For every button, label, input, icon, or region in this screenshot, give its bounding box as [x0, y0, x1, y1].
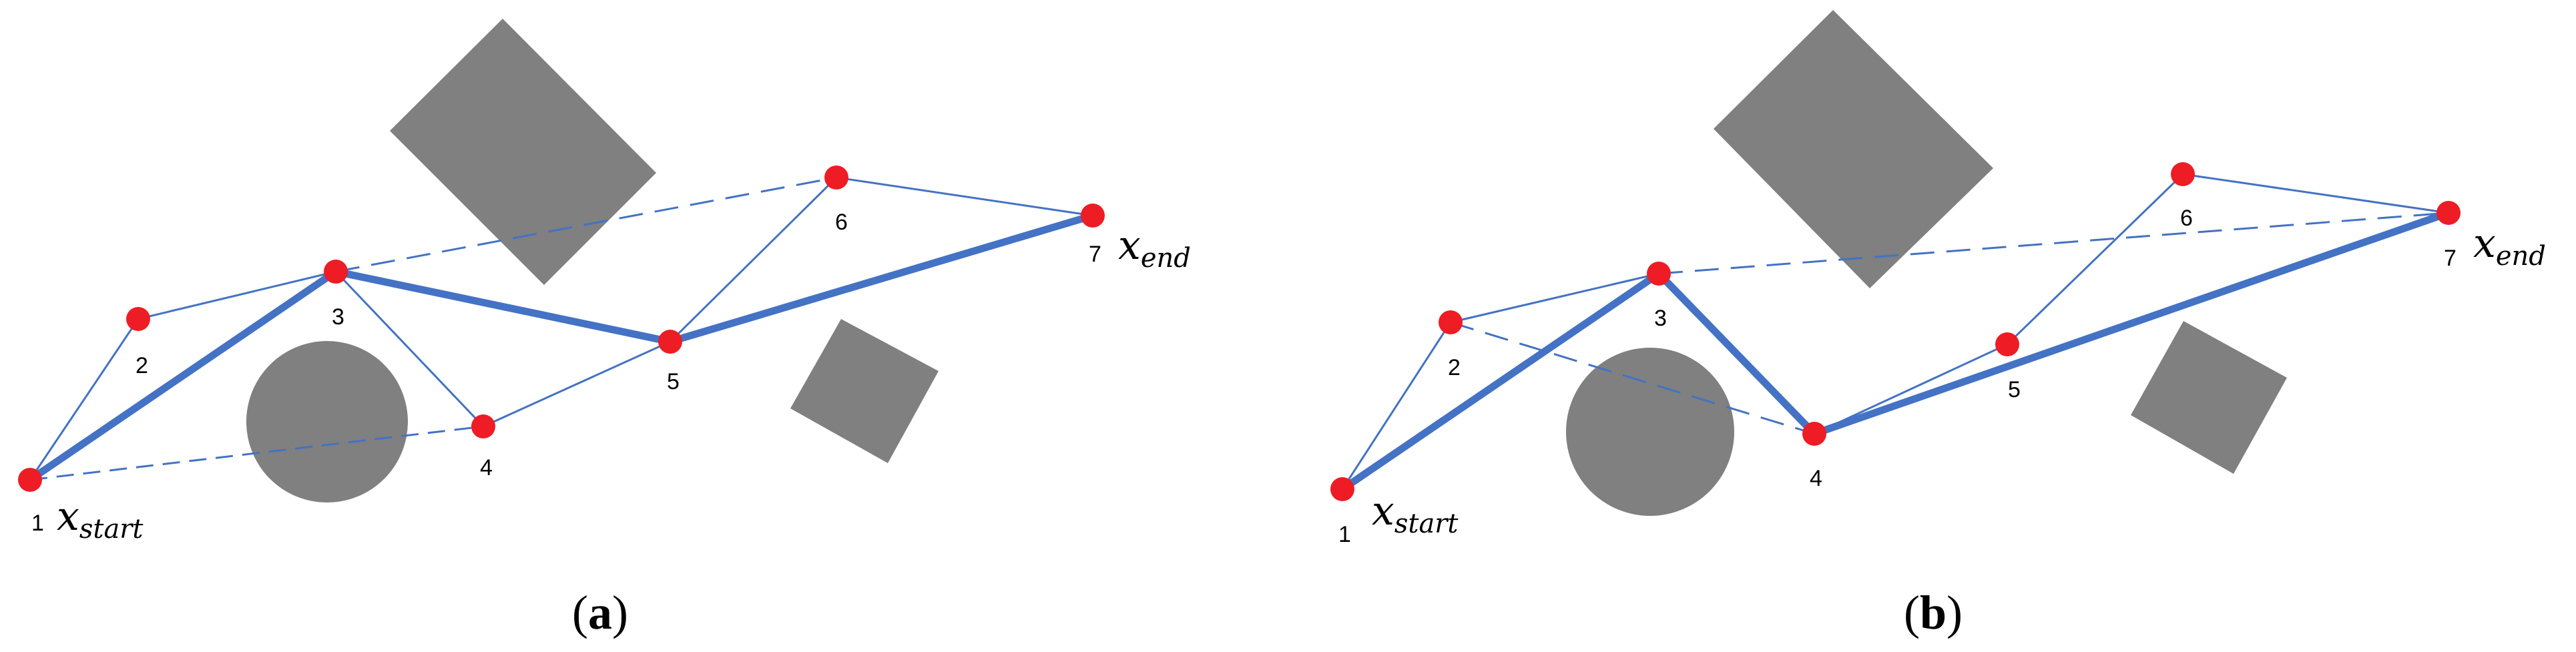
- node-7: [1081, 204, 1105, 228]
- node-label-5: 5: [2008, 377, 2021, 402]
- node-3: [324, 260, 348, 284]
- panel-a: 1 2 3 4 5 6 7 xstart xend (a): [18, 19, 1191, 639]
- node-5: [1995, 332, 2019, 356]
- node-2: [1439, 310, 1463, 334]
- panel-b: 1 2 3 4 5 6 7 xstart xend (b): [1330, 10, 2546, 639]
- optimal-path: [27, 212, 1094, 483]
- node-label-2: 2: [1448, 355, 1461, 380]
- edge-2-3: [138, 270, 336, 320]
- node-3: [1647, 262, 1671, 286]
- node-6: [824, 166, 848, 190]
- node-label-6: 6: [835, 210, 848, 235]
- node-label-3: 3: [332, 304, 344, 330]
- graph-edges: [29, 176, 1093, 481]
- graph-nodes: [1330, 162, 2461, 501]
- edge-2-4-dashed: [1450, 321, 1815, 435]
- edge-3-4: [334, 270, 485, 428]
- panel-label-a: (a): [572, 586, 628, 639]
- obstacle-circle: [246, 341, 408, 503]
- obstacle-diamond-small: [2131, 321, 2287, 474]
- panel-label-b: (b): [1904, 586, 1963, 639]
- edge-3-7-dashed: [1658, 212, 2449, 275]
- optimal-path: [1340, 209, 2450, 493]
- obstacle-diamond-large: [390, 19, 656, 285]
- edge-6-7: [2182, 173, 2449, 214]
- graph-nodes: [18, 166, 1105, 492]
- node-label-3: 3: [1654, 306, 1667, 331]
- edge-3-6-dashed: [335, 176, 837, 273]
- start-symbol: xstart: [57, 493, 144, 545]
- node-label-1: 1: [1338, 522, 1351, 547]
- edge-5-6: [2006, 173, 2184, 346]
- edge-1-2: [29, 318, 140, 480]
- node-label-1: 1: [31, 511, 44, 536]
- node-4: [1802, 422, 1826, 446]
- graph-edges: [1341, 173, 2449, 490]
- node-6: [2171, 162, 2195, 186]
- node-5: [658, 330, 682, 354]
- node-4: [471, 414, 495, 438]
- node-1: [1330, 477, 1354, 501]
- edge-4-5: [483, 340, 671, 428]
- end-symbol: xend: [1118, 222, 1191, 274]
- node-label-6: 6: [2180, 206, 2193, 231]
- obstacle-diamond-large: [1714, 10, 1993, 288]
- edge-2-3: [1450, 272, 1659, 324]
- start-symbol: xstart: [1372, 488, 1459, 539]
- node-2: [126, 307, 150, 331]
- node-label-7: 7: [2444, 246, 2457, 271]
- node-label-2: 2: [136, 353, 148, 378]
- node-label-7: 7: [1089, 242, 1101, 267]
- edge-1-2: [1341, 322, 1452, 490]
- end-symbol: xend: [2473, 220, 2546, 272]
- edge-6-7: [836, 176, 1093, 217]
- edge-5-6: [669, 176, 838, 343]
- obstacle-diamond-small: [790, 319, 939, 463]
- obstacle-circle: [1566, 348, 1734, 516]
- edge-1-4-dashed: [29, 425, 484, 481]
- node-7: [2436, 201, 2461, 225]
- node-1: [18, 468, 42, 492]
- node-label-4: 4: [1810, 466, 1822, 491]
- node-label-5: 5: [667, 369, 680, 394]
- node-label-4: 4: [480, 455, 493, 480]
